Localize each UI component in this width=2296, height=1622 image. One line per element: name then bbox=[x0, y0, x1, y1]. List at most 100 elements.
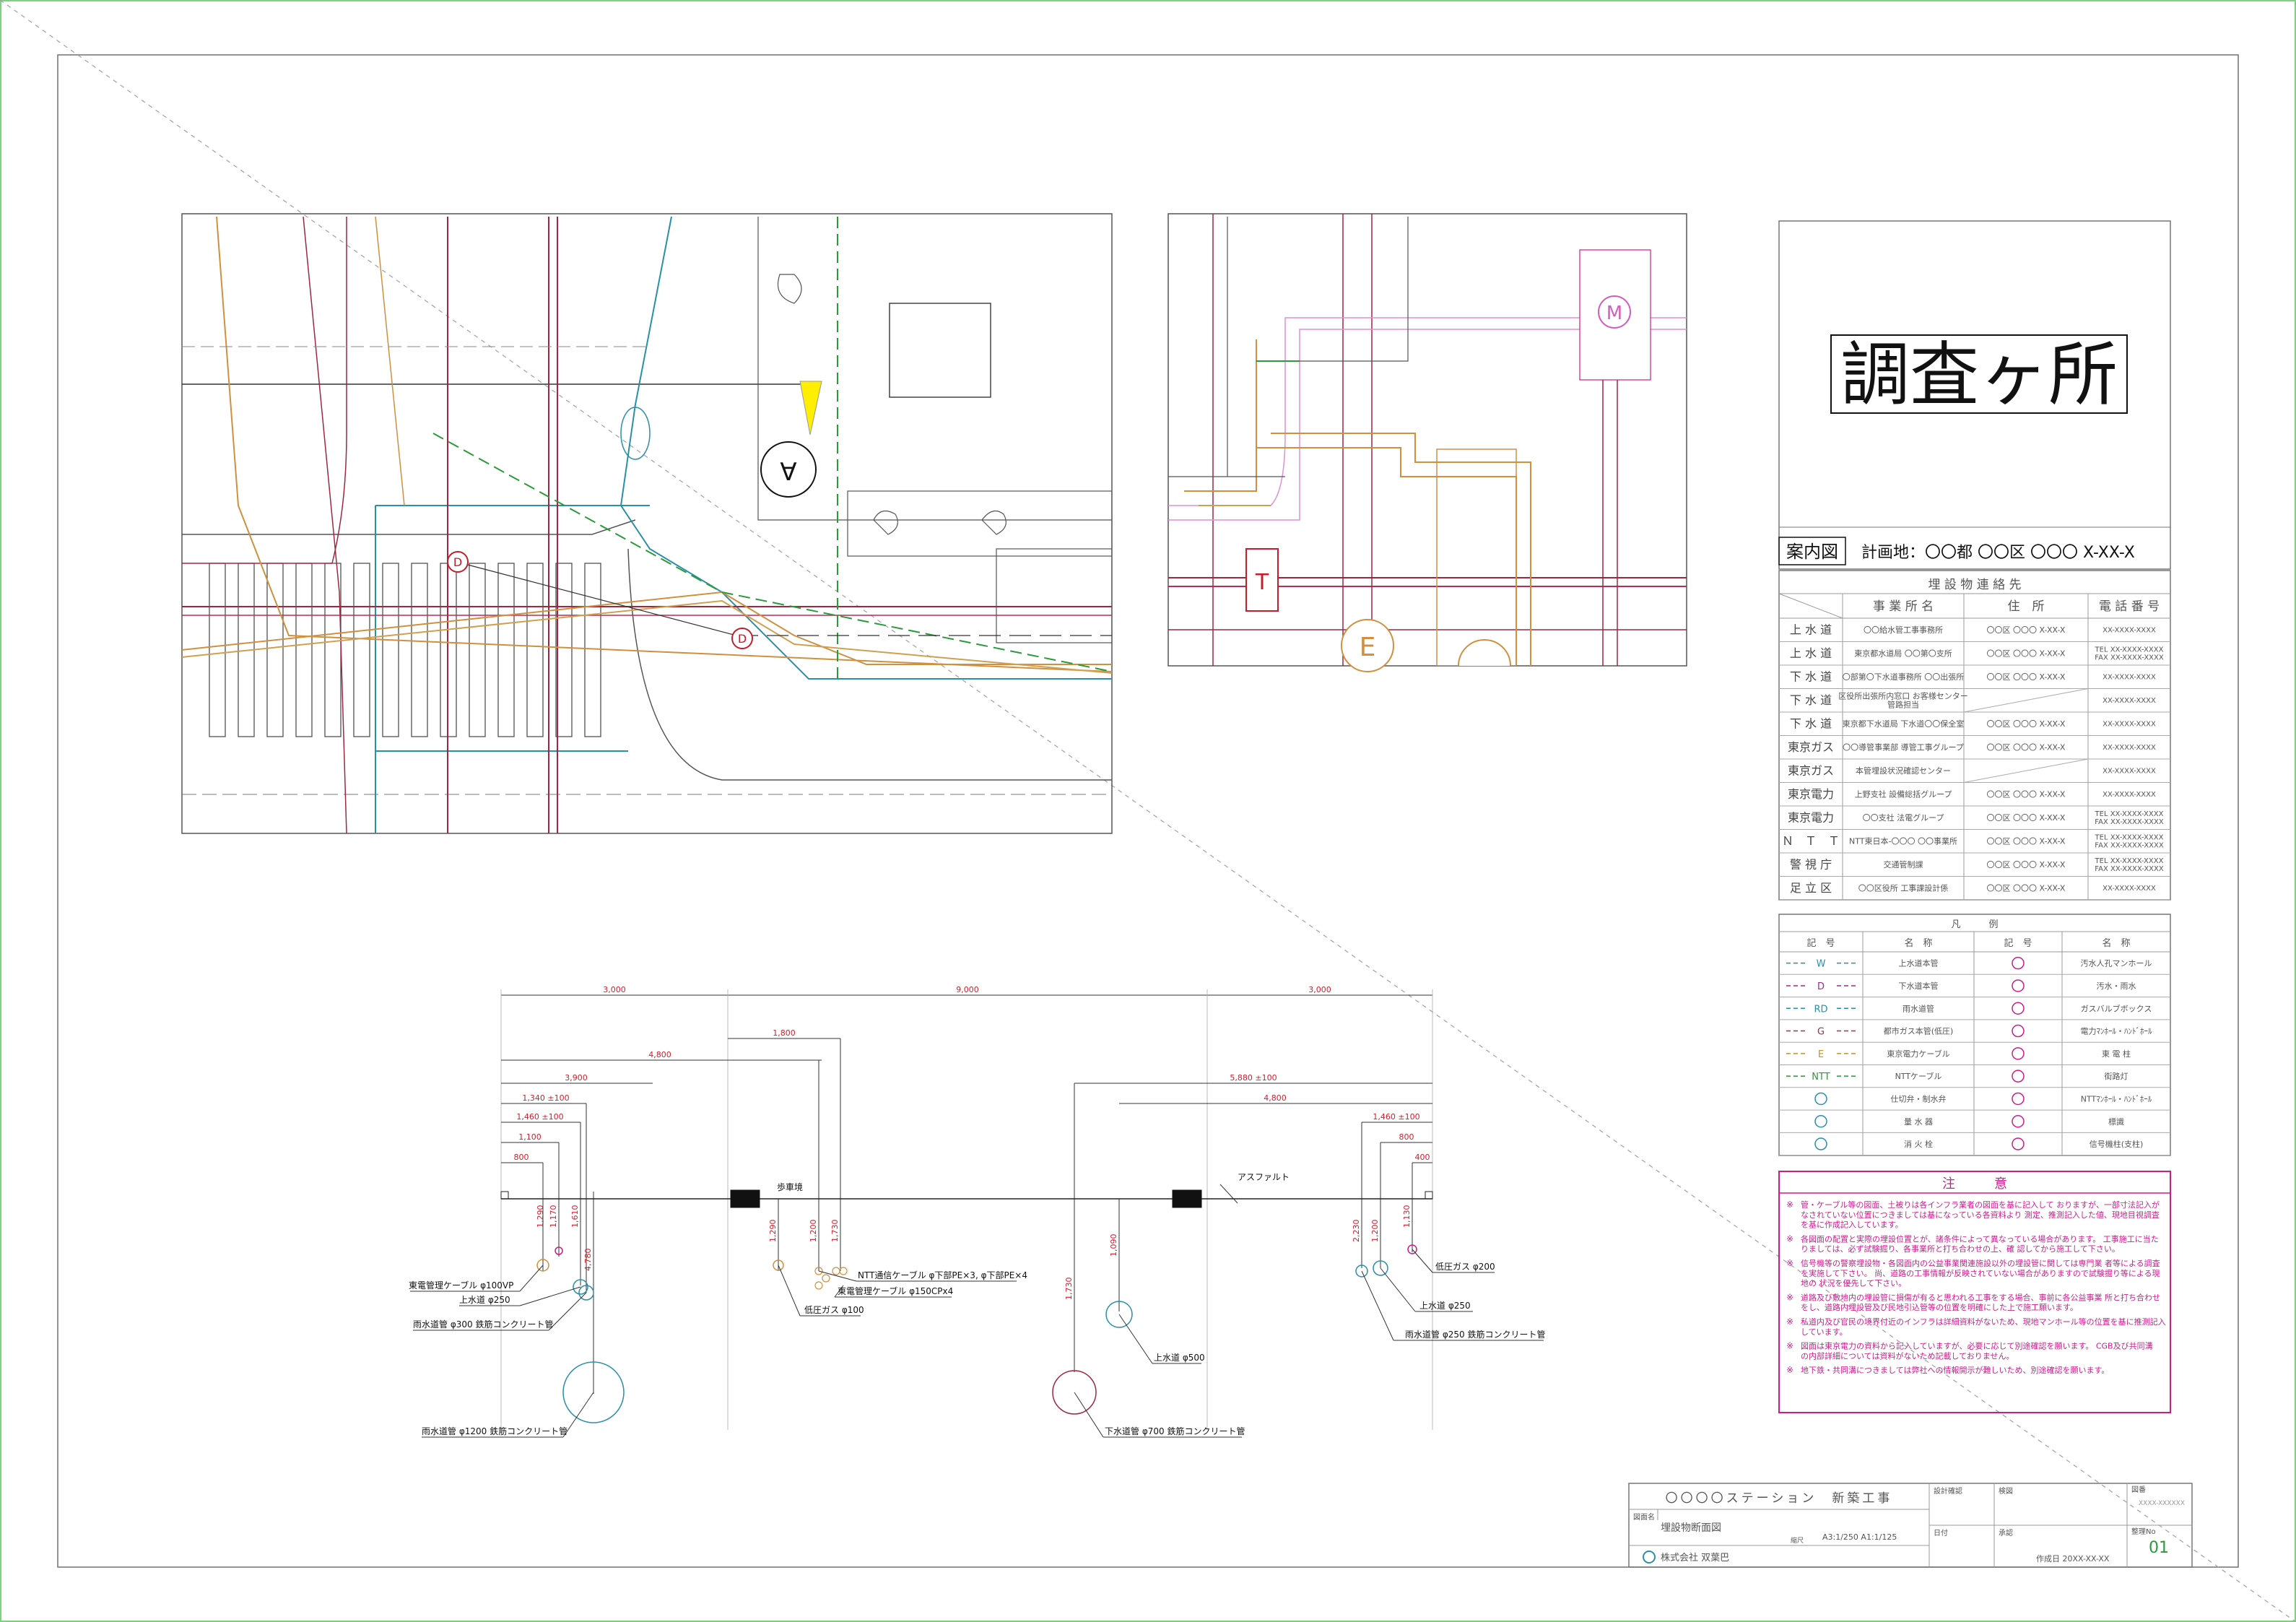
dim-left-2: 3,900 bbox=[565, 1073, 588, 1083]
label-rain-300: 雨水道管 φ300 鉄筋コンクリート管 bbox=[413, 1319, 553, 1330]
note-bullet: ※ bbox=[1786, 1258, 1793, 1268]
title-panel: 調査ヶ所 案内図 計画地：〇〇都 〇〇区 〇〇〇 X-XX-X bbox=[1778, 220, 2171, 570]
scale-value: A3:1/250 A1:1/125 bbox=[1822, 1532, 1897, 1542]
legend-name: 都市ガス本管(低圧) bbox=[1884, 1026, 1954, 1036]
label-water-250b: 上水道 φ250 bbox=[1419, 1301, 1471, 1311]
pipe-cable-bundle bbox=[814, 1267, 848, 1290]
label-tepco-cable: 東電管理ケーブル φ150CPx4 bbox=[838, 1285, 953, 1296]
svg-text:M: M bbox=[1606, 303, 1622, 324]
legend-symbol-icon bbox=[2012, 1070, 2025, 1083]
contact-phone: XX-XXXX-XXXX bbox=[2103, 768, 2156, 776]
contacts-table: 埋 設 物 連 絡 先 事 業 所 名 住 所 電 話 番 号 上 水 道〇〇給… bbox=[1778, 570, 2171, 901]
pipe-electric-100 bbox=[536, 1259, 549, 1272]
legend-name: 標識 bbox=[2108, 1116, 2124, 1127]
contact-utility: 下 水 道 bbox=[1790, 717, 1832, 731]
note-bullet: ※ bbox=[1786, 1317, 1793, 1327]
contacts-header-address: 住 所 bbox=[2008, 599, 2045, 614]
contact-address: 〇〇区 〇〇〇 X-XX-X bbox=[1987, 625, 2066, 635]
company-logo-icon bbox=[1643, 1551, 1656, 1564]
contact-address: 〇〇区 〇〇〇 X-XX-X bbox=[1987, 883, 2066, 893]
legend-symbol-label: NTT bbox=[1812, 1072, 1830, 1083]
note-bullet: ※ bbox=[1786, 1365, 1793, 1375]
legend-symbol-icon bbox=[2012, 1137, 2025, 1150]
label-rain-250: 雨水道管 φ250 鉄筋コンクリート管 bbox=[1405, 1329, 1545, 1340]
contacts-title: 埋 設 物 連 絡 先 bbox=[1928, 578, 2021, 592]
contact-utility: 東京電力 bbox=[1788, 787, 1834, 801]
contact-office: 東京都下水道局 下水道〇〇保全室 bbox=[1843, 719, 1965, 729]
contact-phone: XX-XXXX-XXXX bbox=[2103, 674, 2156, 682]
legend-symbol-label: G bbox=[1817, 1027, 1825, 1038]
notes-title: 注 意 bbox=[1942, 1176, 2007, 1192]
legend-name: 下水道本管 bbox=[1899, 981, 1939, 991]
svg-text:D: D bbox=[738, 632, 747, 646]
pipe-water-500 bbox=[1105, 1301, 1133, 1328]
contact-phone: XX-XXXX-XXXX bbox=[2103, 791, 2156, 799]
note-bullet: ※ bbox=[1786, 1292, 1793, 1302]
dim-left-6: 800 bbox=[514, 1153, 529, 1162]
marker-d-2: D bbox=[731, 628, 753, 649]
svg-text:A: A bbox=[780, 456, 796, 485]
approve-label: 承認 bbox=[1999, 1528, 2013, 1538]
contact-office: 〇部第〇下水道事務所 〇〇出張所 bbox=[1843, 672, 1965, 682]
doc-no: XXXX-XXXXXX bbox=[2139, 1500, 2185, 1507]
pipe-rain-250 bbox=[1355, 1265, 1368, 1278]
yellow-flag-icon bbox=[799, 381, 822, 435]
contacts-header-office: 事 業 所 名 bbox=[1873, 599, 1934, 614]
legend-symbol-icon bbox=[1814, 1115, 1827, 1128]
note-item: 地下鉄・共同溝につきましては弊社への情報開示が難しいため、別途確認を願います。 bbox=[1801, 1365, 2109, 1375]
contact-utility: 下 水 道 bbox=[1790, 693, 1832, 707]
vdim-10: 2,230 bbox=[1352, 1220, 1361, 1243]
sheet-no-label: 整理No bbox=[2131, 1527, 2156, 1536]
vdim-4: 4,780 bbox=[583, 1249, 593, 1272]
legend-header-name-1: 名 称 bbox=[1904, 937, 1932, 949]
check-label: 設計確認 bbox=[1934, 1486, 1962, 1496]
note-item: 信号機等の警察埋設物・各図面内の公益事業関連施設以外の埋設管に関しては専門業 者… bbox=[1801, 1258, 2160, 1288]
contact-address: 〇〇区 〇〇〇 X-XX-X bbox=[1987, 789, 2066, 799]
legend-symbol-icon bbox=[1814, 1137, 1827, 1150]
contact-utility: Ｎ Ｔ Ｔ bbox=[1782, 834, 1840, 848]
plan-map-right: M T E bbox=[1167, 213, 1687, 672]
legend-symbol-icon bbox=[1814, 1092, 1827, 1106]
contact-address: 〇〇区 〇〇〇 X-XX-X bbox=[1987, 649, 2066, 658]
contact-address: 〇〇区 〇〇〇 X-XX-X bbox=[1987, 813, 2066, 823]
legend-symbol-icon bbox=[2012, 1115, 2025, 1128]
contact-address: 〇〇区 〇〇〇 X-XX-X bbox=[1987, 860, 2066, 869]
legend-symbol-icon bbox=[2012, 1024, 2025, 1038]
label-footpath: 歩車境 bbox=[777, 1181, 803, 1192]
svg-text:E: E bbox=[1360, 633, 1376, 662]
contact-address: 〇〇区 〇〇〇 X-XX-X bbox=[1987, 672, 2066, 682]
marker-t: T bbox=[1245, 548, 1279, 612]
contact-phone: XX-XXXX-XXXX bbox=[2103, 697, 2156, 705]
label-asphalt: アスファルト bbox=[1238, 1172, 1290, 1182]
legend-symbol-label: RD bbox=[1814, 1004, 1827, 1015]
drawing-name: 埋設物断面図 bbox=[1661, 1522, 1721, 1534]
contacts-header-phone: 電 話 番 号 bbox=[2099, 599, 2160, 614]
vdim-12: 1,130 bbox=[1402, 1205, 1412, 1228]
label-water-500: 上水道 φ500 bbox=[1154, 1353, 1205, 1363]
legend-symbol-icon bbox=[2012, 1092, 2025, 1106]
dim-right-5: 400 bbox=[1415, 1153, 1430, 1162]
label-water-250: 上水道 φ250 bbox=[459, 1295, 510, 1305]
vdim-9: 1,730 bbox=[1064, 1278, 1074, 1301]
plan-map-left: D D A bbox=[181, 213, 1113, 834]
legend-header-symbol-1: 記 号 bbox=[1806, 937, 1835, 949]
contact-office: NTT東日本-〇〇〇 〇〇事業所 bbox=[1849, 836, 1957, 846]
legend-name: 汚水・雨水 bbox=[2097, 981, 2136, 991]
contact-phone: XX-XXXX-XXXX bbox=[2103, 627, 2156, 635]
dim-right-4: 800 bbox=[1399, 1132, 1414, 1142]
vdim-6: 1,200 bbox=[809, 1220, 818, 1243]
vdim-11: 1,200 bbox=[1370, 1220, 1380, 1243]
legend-name: 信号機柱(支柱) bbox=[2090, 1139, 2144, 1149]
contact-utility: 上 水 道 bbox=[1790, 623, 1832, 637]
pipe-small bbox=[555, 1246, 563, 1255]
doc-no-label: 図番 bbox=[2131, 1486, 2146, 1494]
legend-symbol-label: E bbox=[1818, 1049, 1824, 1060]
date-value: 作成日 20XX-XX-XX bbox=[2036, 1554, 2110, 1564]
contact-office: 本管埋設状況確認センター bbox=[1856, 766, 1951, 776]
pipe-rain-300 bbox=[578, 1285, 594, 1301]
contact-office: 〇〇支社 法電グループ bbox=[1863, 812, 1944, 823]
legend-name: NTTﾏﾝﾎｰﾙ・ﾊﾝﾄﾞﾎｰﾙ bbox=[2081, 1094, 2152, 1103]
